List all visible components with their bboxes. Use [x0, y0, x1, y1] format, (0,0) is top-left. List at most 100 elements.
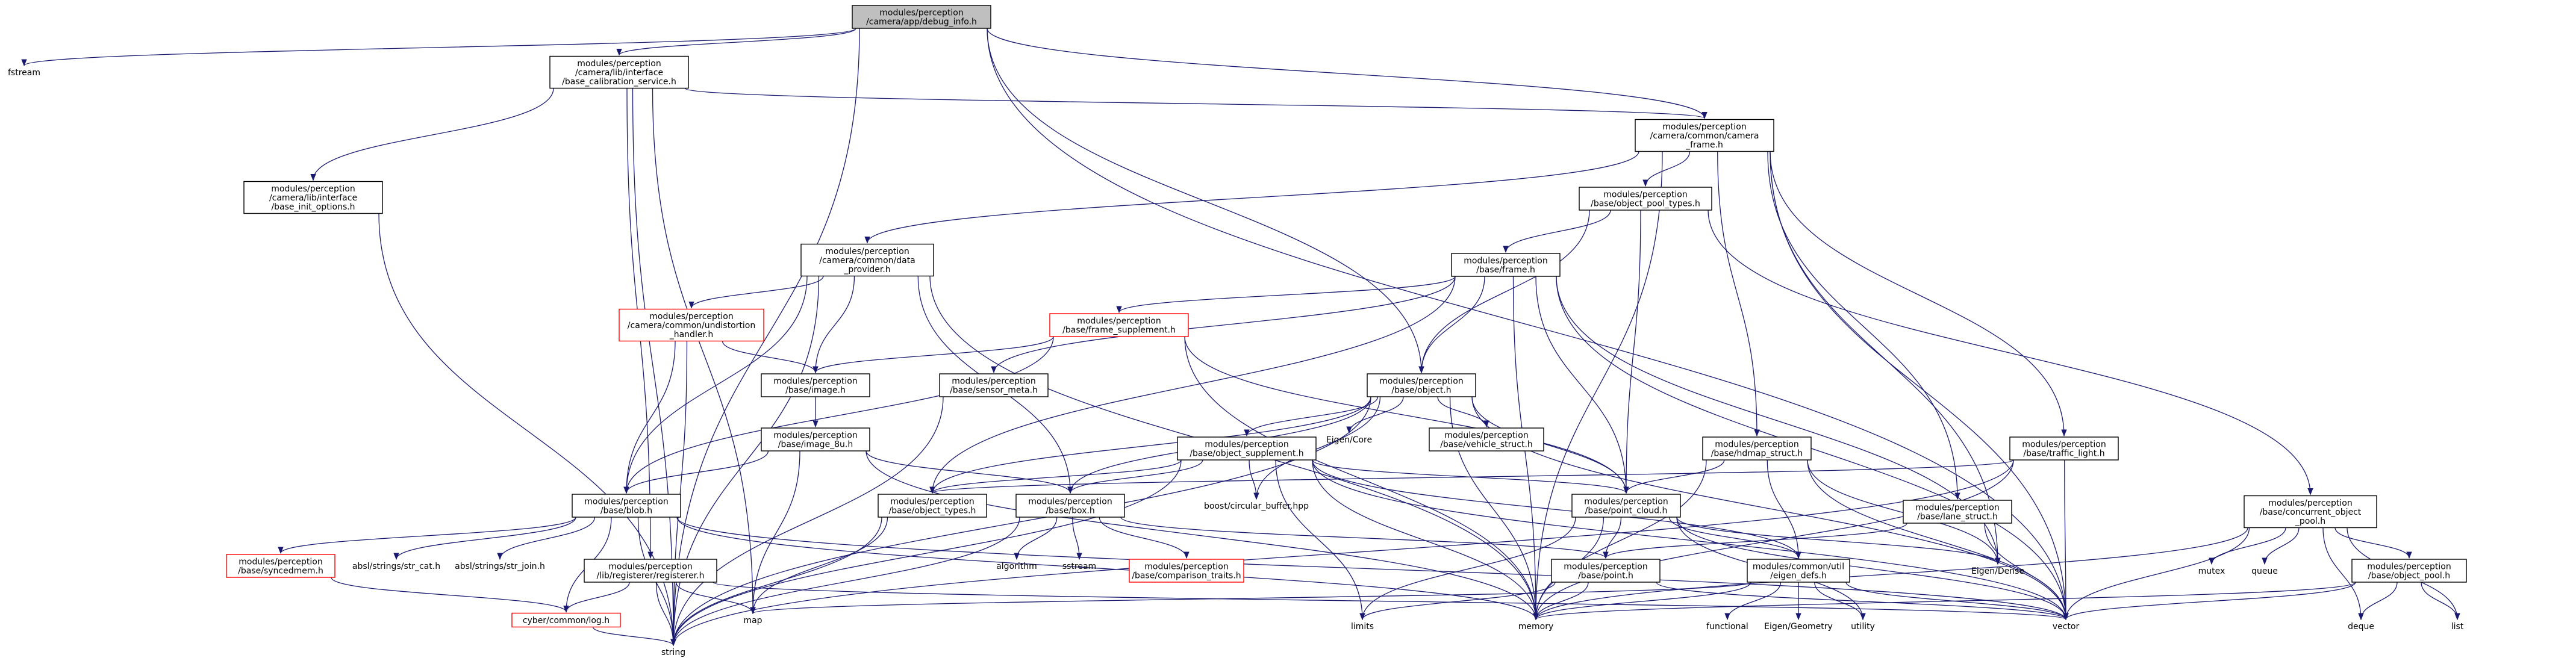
edge-concpool-to-objpool [2334, 527, 2412, 559]
edge-image8u-to-blob [623, 450, 769, 494]
edge-camframe-to-dataprov [864, 151, 1639, 244]
edge-objsupp-to-eigendefs [1312, 459, 1801, 559]
edge-framesupp-to-image [812, 336, 1054, 374]
edge-root-to-calib [616, 28, 856, 56]
node-box-objsupp[interactable] [1177, 436, 1317, 461]
edge-frame-to-objtypes [929, 276, 1456, 494]
node-box-syncedmem[interactable] [226, 554, 335, 578]
node-objpooltypes[interactable]: modules/perception/base/object_pool_type… [1579, 187, 1712, 211]
node-root[interactable]: modules/perception/camera/app/debug_info… [852, 5, 991, 29]
node-box[interactable]: modules/perception/base/box.h [1015, 494, 1125, 518]
node-box-hdmap[interactable] [1702, 436, 1812, 461]
node-box-concpool[interactable] [2244, 495, 2377, 529]
node-dataprov[interactable]: modules/perception/camera/common/data_pr… [800, 243, 934, 277]
node-box-blob[interactable] [572, 494, 681, 518]
node-box-pointcloud[interactable] [1571, 494, 1681, 518]
node-memory: memory [1518, 622, 1554, 632]
edge-box-to-algorithm [1014, 517, 1058, 560]
node-calib[interactable]: modules/perception/camera/lib/interface/… [549, 55, 689, 89]
node-box-lane[interactable] [1903, 500, 2012, 524]
node-box-registerer[interactable] [584, 559, 717, 583]
node-box-image[interactable] [761, 373, 870, 397]
node-box-eigendefs[interactable] [1747, 559, 1850, 583]
node-point[interactable]: modules/perception/base/point.h [1551, 559, 1661, 583]
node-box-image8u[interactable] [761, 427, 870, 452]
node-hdmap[interactable]: modules/perception/base/hdmap_struct.h [1702, 436, 1812, 461]
node-box-traffic[interactable] [2009, 436, 2119, 461]
node-box-frame[interactable] [1451, 253, 1561, 277]
edge-objpooltypes-to-pointcloud [1623, 210, 1641, 494]
node-box-objpool[interactable] [2351, 559, 2467, 583]
node-label-camframe: modules/perception [1662, 122, 1746, 132]
node-initopt[interactable]: modules/perception/camera/lib/interface/… [243, 181, 383, 214]
node-lane[interactable]: modules/perception/base/lane_struct.h [1903, 500, 2012, 524]
node-label-deque: deque [2348, 622, 2374, 632]
node-concpool[interactable]: modules/perception/base/concurrent_objec… [2244, 495, 2377, 529]
edge-frame-to-sensormeta [991, 276, 1456, 374]
node-registerer[interactable]: modules/perception/lib/registerer/regist… [584, 559, 717, 583]
node-camframe[interactable]: modules/perception/camera/common/camera_… [1635, 119, 1774, 152]
node-label-concpool: _pool.h [2295, 517, 2325, 526]
node-box-undist[interactable] [619, 308, 764, 342]
node-pointcloud[interactable]: modules/perception/base/point_cloud.h [1571, 494, 1681, 518]
node-object[interactable]: modules/perception/base/object.h [1367, 373, 1476, 397]
node-label-algorithm: algorithm [996, 562, 1037, 571]
node-vehicle[interactable]: modules/perception/base/vehicle_struct.h [1429, 427, 1544, 452]
node-log[interactable]: cyber/common/log.h [511, 612, 621, 628]
edge-framesupp-to-pointcloud [1184, 336, 1629, 494]
node-eigendense: Eigen/Dense [1971, 566, 2024, 576]
edge-object-to-vehicle [1437, 396, 1489, 428]
node-box-initopt[interactable] [243, 181, 383, 214]
node-box-dataprov[interactable] [800, 243, 934, 277]
node-box-objtypes[interactable] [878, 494, 987, 518]
node-box-framesupp[interactable] [1049, 313, 1189, 337]
node-comptraits[interactable]: modules/perception/base/comparison_trait… [1129, 559, 1244, 583]
edge-camframe-to-traffic [1770, 151, 2067, 437]
edge-object-to-eigencore [1346, 396, 1404, 434]
node-frame[interactable]: modules/perception/base/frame.h [1451, 253, 1561, 277]
edge-objsupp-to-memory [1312, 459, 1539, 621]
node-undist[interactable]: modules/perception/camera/common/undisto… [619, 308, 764, 342]
node-image[interactable]: modules/perception/base/image.h [761, 373, 870, 397]
node-box-root[interactable] [852, 5, 991, 29]
node-algorithm: algorithm [996, 562, 1037, 571]
edge-eigendefs-to-utility [1814, 582, 1866, 621]
node-syncedmem[interactable]: modules/perception/base/syncedmem.h [226, 554, 335, 578]
edge-root-to-camframe [987, 28, 1707, 119]
node-objpool[interactable]: modules/perception/base/object_pool.h [2351, 559, 2467, 583]
edge-pointcloud-to-point [1603, 517, 1622, 559]
node-box-sensormeta[interactable] [939, 373, 1049, 397]
node-eigendefs[interactable]: modules/common/util/eigen_defs.h [1747, 559, 1850, 583]
node-label-image: modules/perception [773, 377, 857, 386]
node-objsupp[interactable]: modules/perception/base/object_supplemen… [1177, 436, 1317, 461]
edge-objpool-to-list [2421, 582, 2460, 621]
node-box-box[interactable] [1015, 494, 1125, 518]
edge-objsupp-to-box [1067, 459, 1203, 494]
edge-point-to-limits [1359, 582, 1556, 621]
node-label-pointcloud: /base/point_cloud.h [1585, 506, 1668, 516]
edge-objtypes-to-map [750, 517, 888, 615]
edge-eigendefs-to-memory [1533, 582, 1751, 621]
node-traffic[interactable]: modules/perception/base/traffic_light.h [2009, 436, 2119, 461]
edge-frame-to-object [1418, 276, 1485, 374]
node-label-objtypes: /base/object_types.h [889, 506, 976, 516]
node-box-objpooltypes[interactable] [1579, 187, 1712, 211]
node-box-camframe[interactable] [1635, 119, 1774, 152]
node-box-point[interactable] [1551, 559, 1661, 583]
node-sensormeta[interactable]: modules/perception/base/sensor_meta.h [939, 373, 1049, 397]
node-framesupp[interactable]: modules/perception/base/frame_supplement… [1049, 313, 1189, 337]
node-box-object[interactable] [1367, 373, 1476, 397]
node-box-comptraits[interactable] [1129, 559, 1244, 583]
node-blob[interactable]: modules/perception/base/blob.h [572, 494, 681, 518]
node-box-calib[interactable] [549, 55, 689, 89]
edge-root-to-string [670, 28, 860, 647]
node-label-eigendense: Eigen/Dense [1971, 566, 2024, 576]
edge-blob-to-vector [676, 517, 2069, 621]
node-box-log[interactable] [511, 612, 621, 628]
node-image8u[interactable]: modules/perception/base/image_8u.h [761, 427, 870, 452]
edge-objpooltypes-to-frame [1503, 210, 1611, 253]
node-objtypes[interactable]: modules/perception/base/object_types.h [878, 494, 987, 518]
node-label-concpool: /base/concurrent_object [2260, 507, 2362, 517]
edge-hdmap-to-eigendense [1807, 459, 2001, 565]
node-box-vehicle[interactable] [1429, 427, 1544, 452]
